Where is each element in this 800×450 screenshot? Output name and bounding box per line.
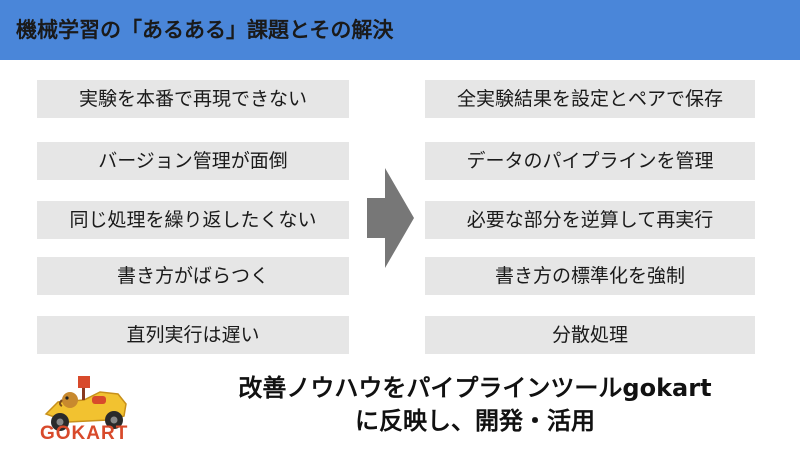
solution-item: 書き方の標準化を強制: [425, 257, 755, 295]
tagline-line-1: 改善ノウハウをパイプラインツールgokart: [238, 374, 712, 402]
solution-item: 必要な部分を逆算して再実行: [425, 201, 755, 239]
tagline: 改善ノウハウをパイプラインツールgokart に反映し、開発・活用: [175, 372, 775, 438]
problem-item: 実験を本番で再現できない: [37, 80, 349, 118]
go-kart-icon: [44, 376, 127, 431]
problem-item: 同じ処理を繰り返したくない: [37, 201, 349, 239]
problem-item: 直列実行は遅い: [37, 316, 349, 354]
problem-item: バージョン管理が面倒: [37, 142, 349, 180]
tagline-line-2: に反映し、開発・活用: [355, 407, 595, 435]
slide-title: 機械学習の「あるある」課題とその解決: [16, 18, 394, 42]
header-bar: 機械学習の「あるある」課題とその解決: [0, 0, 800, 60]
logo-text: GOKART: [40, 423, 129, 444]
problem-item: 書き方がばらつく: [37, 257, 349, 295]
solution-item: データのパイプラインを管理: [425, 142, 755, 180]
solution-item: 全実験結果を設定とペアで保存: [425, 80, 755, 118]
solution-item: 分散処理: [425, 316, 755, 354]
right-arrow-icon: [367, 168, 414, 268]
